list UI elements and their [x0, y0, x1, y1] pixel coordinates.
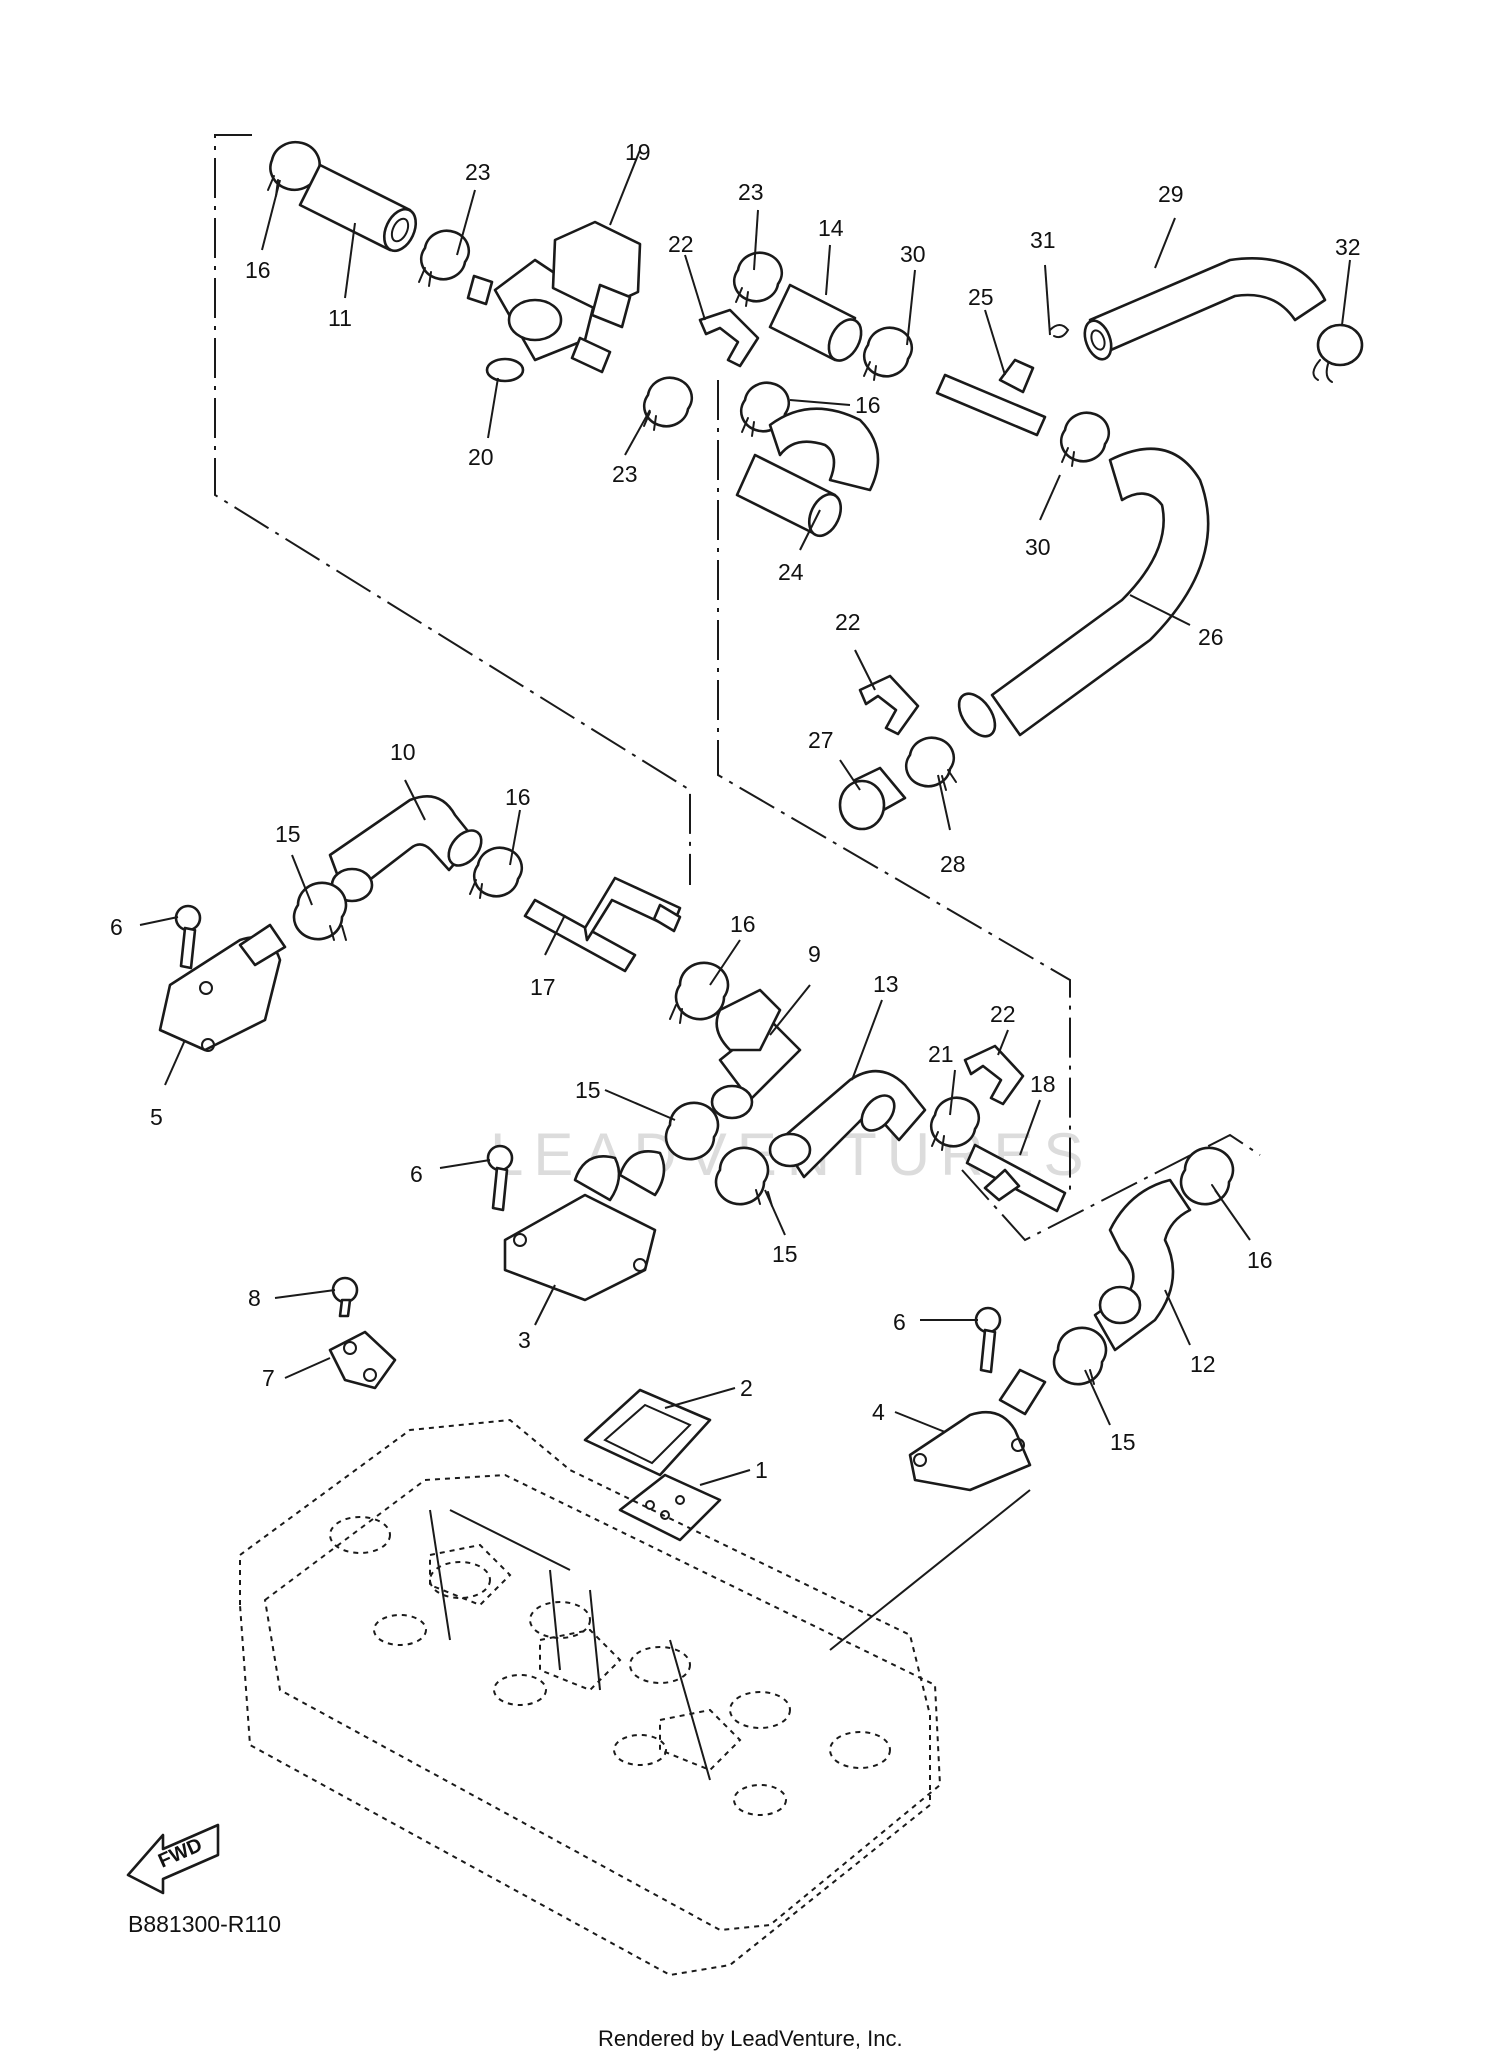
part-26-hose[interactable] [952, 447, 1210, 743]
callout-30: 30 [900, 241, 926, 267]
diagram-code: B881300-R110 [128, 1911, 281, 1937]
callout-23: 23 [612, 461, 638, 487]
part-1-reed-plate[interactable] [618, 1473, 722, 1542]
part-23-clamp-c[interactable] [732, 251, 784, 307]
part-16-clamp-right[interactable] [1179, 1146, 1235, 1206]
callout-6: 6 [410, 1161, 423, 1187]
part-20-o-ring[interactable] [485, 357, 525, 383]
part-29-hose[interactable] [1080, 257, 1327, 363]
callout-23: 23 [465, 159, 491, 185]
callout-5: 5 [150, 1104, 163, 1130]
part-6-bolt-right[interactable] [974, 1306, 1002, 1374]
callout-6: 6 [110, 914, 123, 940]
part-10-hose[interactable] [328, 795, 488, 903]
callout-1: 1 [755, 1457, 768, 1483]
part-31-pin[interactable] [1049, 324, 1070, 339]
callout-14: 14 [818, 215, 844, 241]
part-22-bracket-low[interactable] [963, 1044, 1025, 1106]
part-32-plug[interactable] [1312, 323, 1364, 383]
part-25-t-joint[interactable] [935, 358, 1047, 437]
part-28-clamp[interactable] [904, 736, 957, 791]
callout-22: 22 [668, 231, 694, 257]
part-6-bolt-mid-b[interactable] [486, 1144, 514, 1212]
part-30-clamp-a[interactable] [862, 326, 914, 381]
callout-19: 19 [625, 139, 651, 165]
callout-27: 27 [808, 727, 834, 753]
part-22-bracket-top[interactable] [698, 308, 760, 368]
fwd-arrow-icon: FWD [126, 1823, 220, 1895]
callout-6: 6 [893, 1309, 906, 1335]
part-17-pipe[interactable] [523, 876, 682, 973]
render-credit: Rendered by LeadVenture, Inc. [598, 2026, 903, 2051]
callout-16: 16 [730, 911, 756, 937]
part-13-hose[interactable] [768, 1069, 927, 1179]
callout-17: 17 [530, 974, 556, 1000]
part-18-t-joint[interactable] [965, 1143, 1067, 1213]
callout-15: 15 [772, 1241, 798, 1267]
callout-23: 23 [738, 179, 764, 205]
callout-28: 28 [940, 851, 966, 877]
part-15-clamp-mid-b[interactable] [664, 1101, 720, 1161]
callout-7: 7 [262, 1365, 275, 1391]
part-12-hose[interactable] [1093, 1178, 1192, 1352]
part-24-hose[interactable] [735, 407, 880, 541]
callout-2: 2 [740, 1375, 753, 1401]
callout-11: 11 [328, 305, 352, 331]
part-14-hose[interactable] [768, 283, 868, 366]
part-15-clamp-mid-a[interactable] [292, 881, 348, 941]
part-5-reed-cover[interactable] [158, 923, 287, 1052]
callout-13: 13 [873, 971, 899, 997]
part-15-clamp-right[interactable] [1052, 1326, 1108, 1386]
callout-8: 8 [248, 1285, 261, 1311]
callout-10: 10 [390, 739, 416, 765]
callout-15: 15 [575, 1077, 601, 1103]
callout-15: 15 [275, 821, 301, 847]
callout-29: 29 [1158, 181, 1184, 207]
callout-22: 22 [990, 1001, 1016, 1027]
callout-26: 26 [1198, 624, 1224, 650]
reference-lines [214, 134, 1261, 1242]
callout-18: 18 [1030, 1071, 1056, 1097]
callout-12: 12 [1190, 1351, 1216, 1377]
callout-21: 21 [928, 1041, 954, 1067]
part-4-reed-cover[interactable] [908, 1368, 1047, 1492]
callout-16: 16 [505, 784, 531, 810]
part-23-clamp-a[interactable] [418, 229, 471, 287]
part-15-clamp-mid-c[interactable] [714, 1146, 773, 1207]
part-19-air-cut-valve[interactable] [466, 220, 642, 374]
callout-16: 16 [1247, 1247, 1273, 1273]
callout-20: 20 [468, 444, 494, 470]
part-21-clamp[interactable] [929, 1096, 981, 1151]
part-8-screw[interactable] [331, 1276, 359, 1318]
cylinder-head-cover [239, 1418, 942, 1977]
callout-4: 4 [872, 1399, 885, 1425]
part-2-reed-valve[interactable] [583, 1388, 712, 1477]
callout-32: 32 [1335, 234, 1361, 260]
callout-24: 24 [778, 559, 804, 585]
callout-15: 15 [1110, 1429, 1136, 1455]
callout-31: 31 [1030, 227, 1056, 253]
callout-labels: 16 11 23 19 20 23 22 23 14 30 31 25 29 3… [110, 139, 1361, 1483]
callout-9: 9 [808, 941, 821, 967]
part-3-reed-cover[interactable] [503, 1150, 666, 1302]
part-11-hose[interactable] [298, 163, 422, 256]
part-9-hose[interactable] [710, 988, 802, 1120]
callout-22: 22 [835, 609, 861, 635]
callout-16: 16 [855, 392, 881, 418]
callout-16: 16 [245, 257, 271, 283]
leader-lines [139, 149, 1351, 1651]
part-16-clamp-mid-a[interactable] [469, 846, 524, 899]
part-30-clamp-b[interactable] [1059, 411, 1111, 467]
callout-30: 30 [1025, 534, 1051, 560]
part-6-bolt-mid-a[interactable] [174, 904, 202, 970]
callout-25: 25 [968, 284, 994, 310]
part-7-plate[interactable] [328, 1330, 397, 1390]
part-23-clamp-b[interactable] [642, 376, 694, 431]
part-22-bracket-mid[interactable] [858, 674, 920, 736]
part-27-cap[interactable] [838, 766, 907, 831]
callout-3: 3 [518, 1327, 531, 1353]
